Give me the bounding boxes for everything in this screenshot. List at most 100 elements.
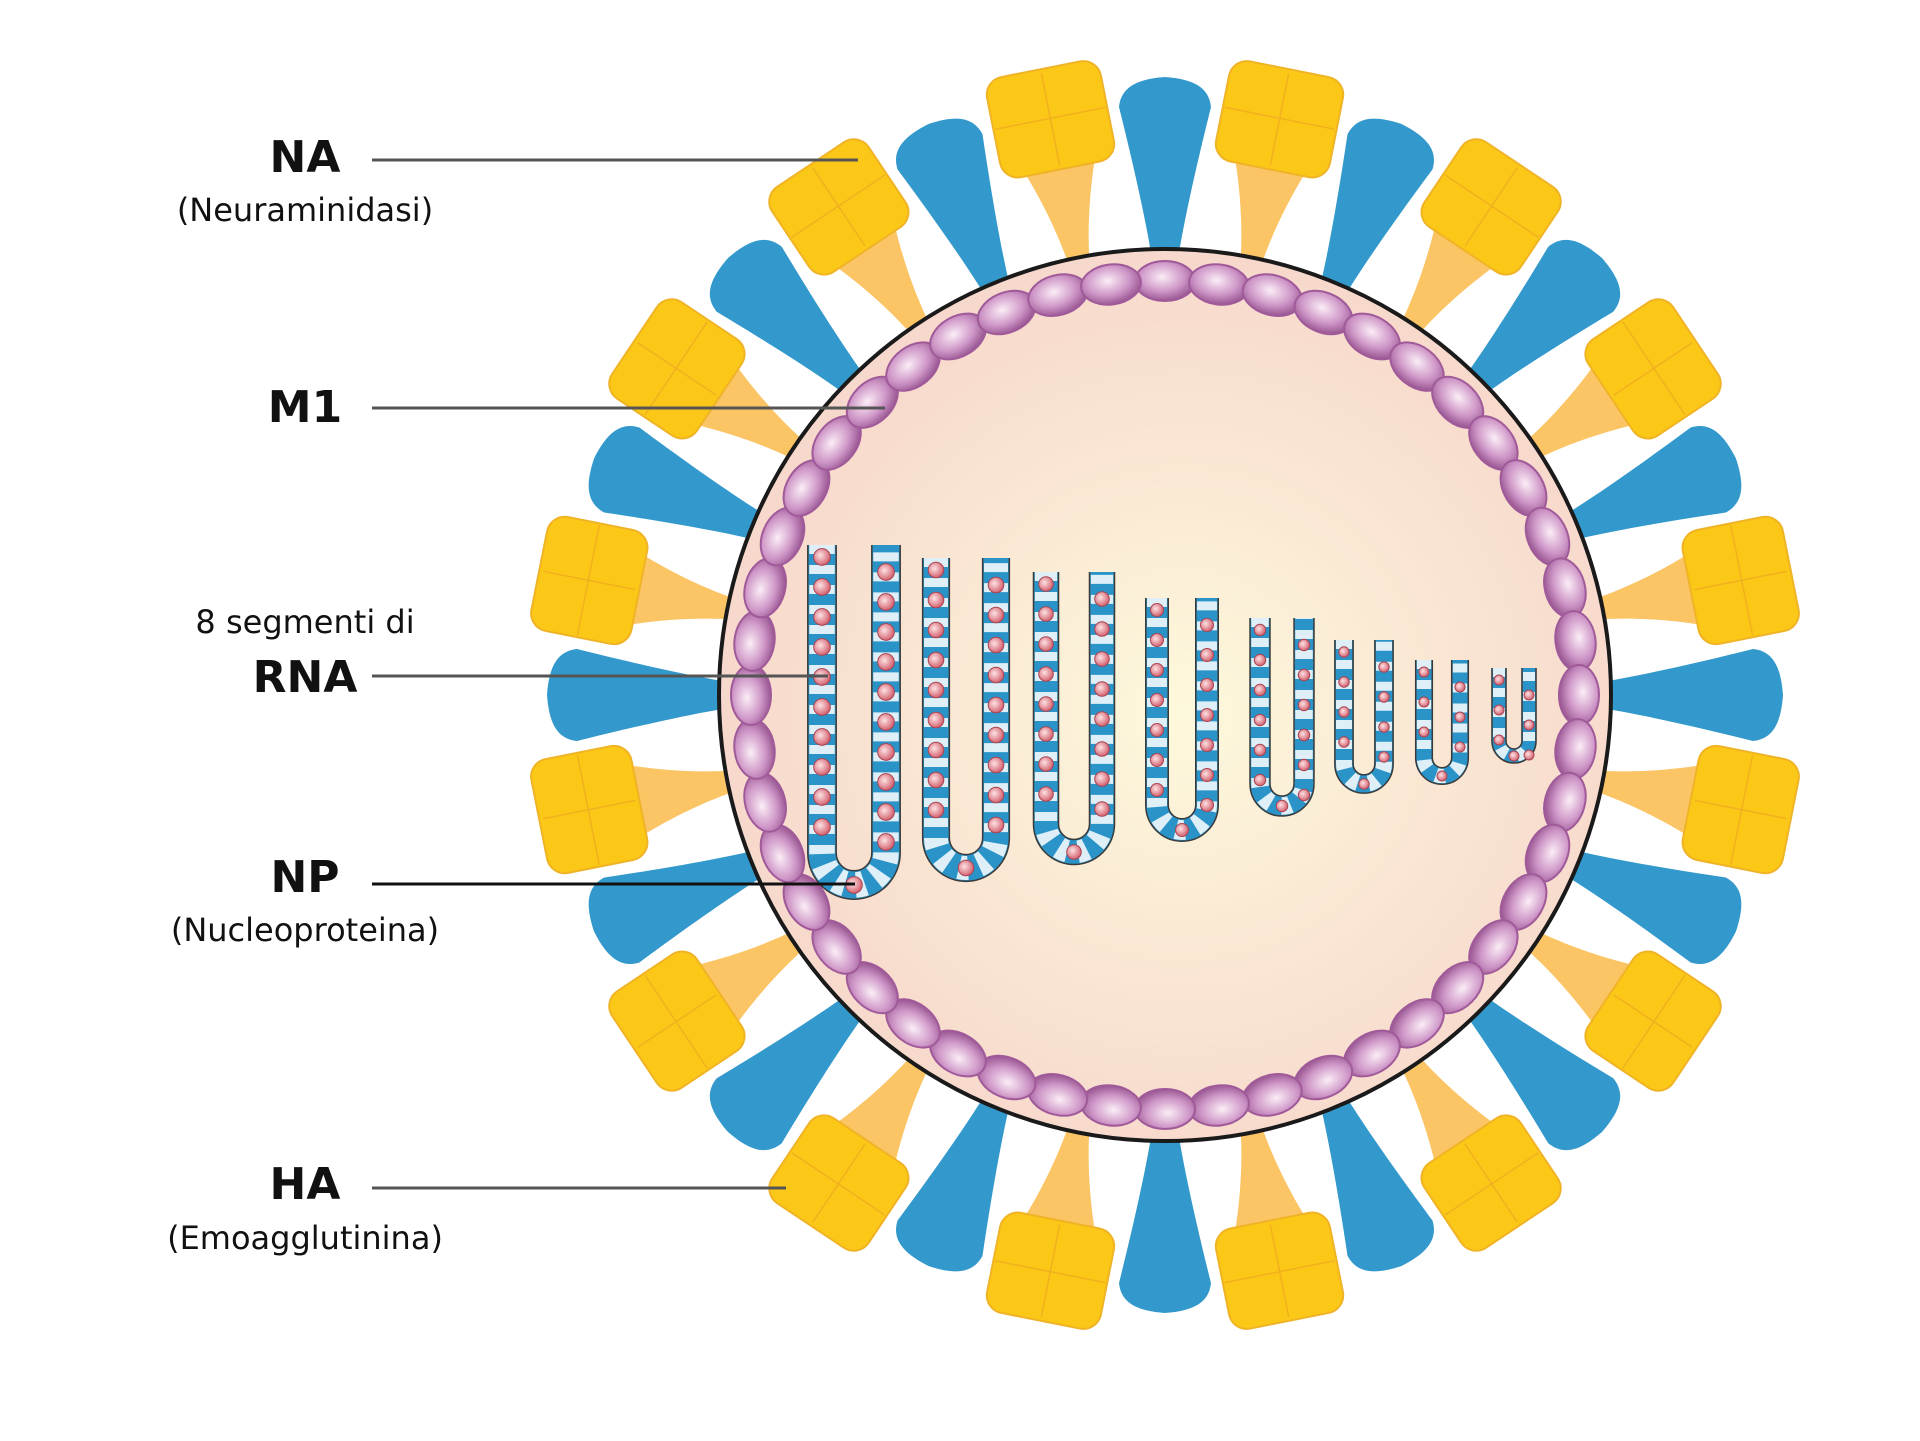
np-bead: [1200, 648, 1214, 662]
np-bead: [813, 818, 831, 836]
ha-label: HA: [269, 1159, 341, 1210]
np-bead: [1200, 708, 1214, 722]
np-bead: [987, 606, 1005, 624]
np-bead: [1297, 758, 1311, 772]
np-bead: [927, 621, 945, 639]
np-bead: [1253, 683, 1267, 697]
np-bead: [927, 591, 945, 609]
np-bead: [1200, 768, 1214, 782]
np-bead: [1297, 638, 1311, 652]
np-bead: [813, 548, 831, 566]
rna-segments: [807, 545, 1537, 900]
np-bead: [927, 801, 945, 819]
m1-bead: [1080, 263, 1142, 306]
np-bead: [987, 576, 1005, 594]
m1-bead: [730, 664, 772, 726]
np-bead: [1150, 603, 1164, 617]
label-leaders: [372, 158, 885, 1190]
np-bead: [1253, 713, 1267, 727]
ha-spike: [1601, 649, 1783, 741]
np-bead: [1454, 741, 1466, 753]
np-bead: [987, 786, 1005, 804]
rna-segment: [921, 558, 1011, 883]
na-label: NA: [269, 132, 341, 183]
np-bead: [927, 651, 945, 669]
ha-description: (Emoagglutinina): [167, 1219, 443, 1257]
np-bead: [1094, 651, 1110, 667]
na-spike: [608, 928, 809, 1092]
np-bead: [1200, 618, 1214, 632]
np-bead: [1038, 726, 1054, 742]
np-bead: [877, 743, 895, 761]
np-bead: [987, 666, 1005, 684]
na-spike: [985, 60, 1116, 270]
np-bead: [813, 608, 831, 626]
rna-segment: [1032, 572, 1116, 866]
np-bead: [927, 771, 945, 789]
na-spike: [1398, 1051, 1562, 1252]
np-bead: [877, 623, 895, 641]
np-bead: [1338, 706, 1350, 718]
np-bead: [877, 593, 895, 611]
np-bead: [1038, 606, 1054, 622]
np-bead: [877, 683, 895, 701]
ha-spike: [896, 118, 1011, 298]
m1-matrix-protein-layer: [730, 260, 1600, 1130]
np-bead: [1094, 771, 1110, 787]
np-bead: [1338, 646, 1350, 658]
np-bead: [1297, 788, 1311, 802]
np-bead: [813, 638, 831, 656]
na-spike: [1590, 515, 1800, 646]
np-bead: [1493, 674, 1505, 686]
rna-segment: [1334, 640, 1394, 794]
np-bead: [927, 561, 945, 579]
ha-spike: [1119, 77, 1211, 259]
np-bead: [877, 653, 895, 671]
np-bead: [927, 741, 945, 759]
np-bead: [877, 713, 895, 731]
np-bead: [1358, 778, 1370, 790]
ha-spike: [1319, 118, 1434, 298]
np-bead: [1253, 653, 1267, 667]
np-bead: [1094, 711, 1110, 727]
np-bead: [877, 803, 895, 821]
na-spike: [530, 515, 740, 646]
np-bead: [1150, 723, 1164, 737]
m1-label: M1: [267, 382, 343, 433]
np-bead: [927, 711, 945, 729]
ha-spike: [1319, 1092, 1434, 1272]
np-bead: [1200, 738, 1214, 752]
np-bead: [813, 788, 831, 806]
np-label: NP: [270, 852, 340, 903]
rna-segment: [1249, 618, 1315, 817]
na-spike: [1521, 298, 1722, 462]
rna-label: RNA: [252, 652, 358, 703]
np-bead: [1038, 756, 1054, 772]
np-bead: [1338, 676, 1350, 688]
na-spike: [985, 1120, 1116, 1330]
np-bead: [1175, 823, 1189, 837]
np-bead: [1038, 696, 1054, 712]
na-spike: [1590, 744, 1800, 875]
na-spike: [768, 1051, 932, 1252]
np-bead: [1508, 750, 1520, 762]
na-spike: [1521, 928, 1722, 1092]
np-bead: [987, 636, 1005, 654]
na-spike: [1398, 138, 1562, 339]
np-bead: [1253, 743, 1267, 757]
np-bead: [1378, 691, 1390, 703]
np-bead: [987, 726, 1005, 744]
np-bead: [1378, 721, 1390, 733]
np-bead: [1150, 753, 1164, 767]
ha-spike: [588, 849, 768, 964]
ha-spike: [1464, 994, 1621, 1151]
np-bead: [1297, 668, 1311, 682]
np-bead: [1038, 666, 1054, 682]
ha-spike: [547, 649, 729, 741]
ha-spike: [1562, 426, 1742, 541]
ha-spike: [896, 1092, 1011, 1272]
np-bead: [1297, 698, 1311, 712]
ha-spike: [1119, 1131, 1211, 1313]
np-bead: [1094, 741, 1110, 757]
m1-bead: [1134, 260, 1196, 302]
